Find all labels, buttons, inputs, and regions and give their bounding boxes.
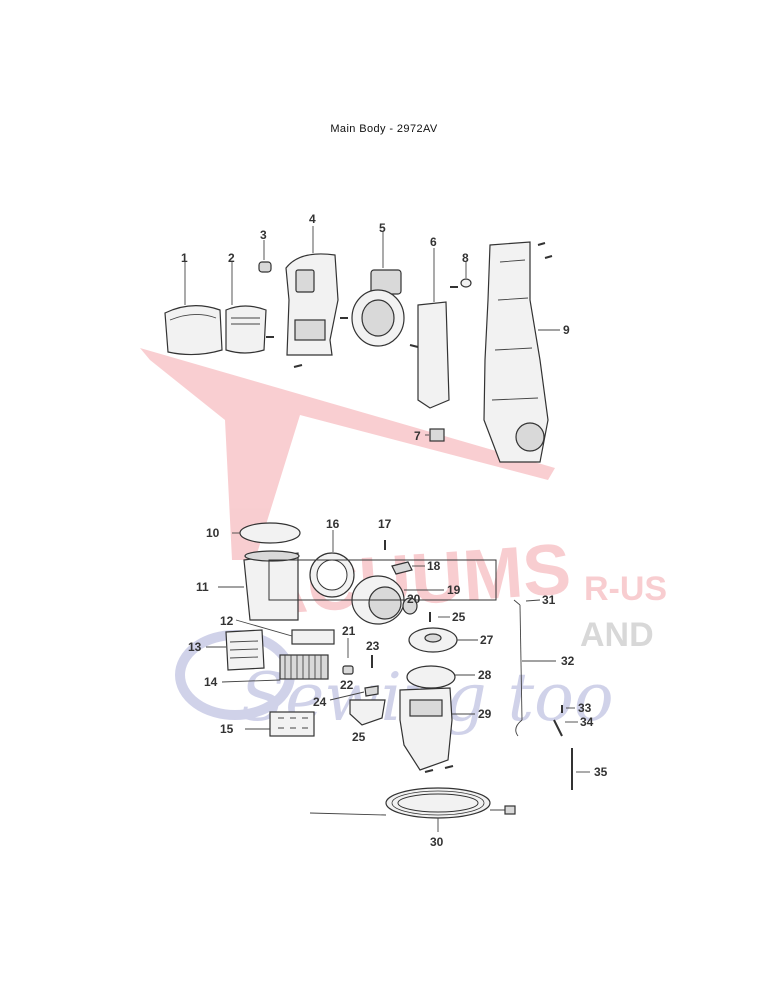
part-35-crevice-tool: [571, 748, 590, 790]
part-1-front-cover: [164, 262, 223, 356]
label-part-20: 20: [407, 592, 421, 606]
label-part-8: 8: [462, 251, 469, 265]
diagram-title: Main Body - 2972AV: [330, 123, 438, 135]
label-part-18: 18: [427, 559, 441, 573]
part-8-washer: [450, 262, 472, 288]
label-part-30: 30: [430, 835, 444, 849]
part-7-seal-pad: [425, 428, 445, 442]
watermark-brand-main: ACUUMS: [253, 529, 574, 631]
label-part-35: 35: [594, 765, 608, 779]
part-34-clip: [553, 719, 578, 737]
watermark-brand-r-us: R-US: [584, 570, 667, 608]
part-25-bottom-door: [349, 699, 386, 726]
watermark-red-swoosh: [140, 348, 555, 560]
label-part-25-top: 25: [452, 610, 466, 624]
label-part-33: 33: [578, 701, 592, 715]
watermark-logo: ACUUMS R-US AND Sewing too: [140, 348, 667, 736]
label-part-12: 12: [220, 614, 234, 628]
label-part-17: 17: [378, 517, 392, 531]
part-18-filter-pad: [391, 561, 425, 575]
label-part-28: 28: [478, 668, 492, 682]
label-part-15: 15: [220, 722, 234, 736]
part-10-top-plate: [232, 522, 301, 544]
label-part-3: 3: [260, 228, 267, 242]
label-part-27: 27: [480, 633, 494, 647]
callout-box: [268, 559, 497, 601]
watermark-brand-and: AND: [580, 616, 654, 654]
part-12-filter-sheet: [235, 619, 335, 645]
label-part-34: 34: [580, 715, 594, 729]
label-part-4: 4: [309, 212, 316, 226]
part-15-exhaust-filter: [245, 711, 315, 737]
label-part-2: 2: [228, 251, 235, 265]
label-part-1: 1: [181, 251, 188, 265]
part-29-lower-housing: [399, 687, 475, 773]
label-part-7: 7: [414, 429, 421, 443]
part-14-hepa-filter: [221, 654, 329, 683]
part-25-clip: [429, 612, 450, 622]
part-11-dust-cup: [218, 550, 300, 621]
part-33-screw: [561, 705, 575, 713]
part-number-labels: 1 2 3 4 5 6 8 9 7 10 16 17 18 11 19 20 2…: [181, 212, 608, 849]
label-part-31: 31: [542, 593, 556, 607]
label-part-5: 5: [379, 221, 386, 235]
label-part-21: 21: [342, 624, 356, 638]
part-9-main-body-frame: [483, 241, 560, 463]
part-22-button: [342, 665, 354, 675]
part-5-motor-assembly: [351, 232, 419, 348]
label-part-6: 6: [430, 235, 437, 249]
part-13-grille: [206, 629, 265, 671]
label-part-16: 16: [326, 517, 340, 531]
label-part-23: 23: [366, 639, 380, 653]
part-16-seal-ring: [309, 530, 355, 598]
label-part-25-bottom: 25: [352, 730, 366, 744]
label-part-19: 19: [447, 583, 461, 597]
label-part-22: 22: [340, 678, 354, 692]
part-28-base-disc: [406, 665, 475, 689]
label-part-14: 14: [204, 675, 218, 689]
part-27-filter-disc: [408, 627, 478, 653]
part-32-wand-hose: [513, 599, 556, 737]
label-part-13: 13: [188, 640, 202, 654]
label-part-10: 10: [206, 526, 220, 540]
part-6-air-duct: [417, 248, 450, 409]
label-part-32: 32: [561, 654, 575, 668]
part-20-fan: [402, 597, 418, 615]
part-24-release-lever: [329, 685, 379, 701]
part-2-cover-panel: [225, 262, 274, 354]
label-part-24: 24: [313, 695, 327, 709]
label-part-9: 9: [563, 323, 570, 337]
part-30-power-cord: [309, 787, 516, 832]
part-3-knob: [258, 240, 272, 273]
part-4-upper-housing: [285, 226, 348, 368]
label-part-29: 29: [478, 707, 492, 721]
label-part-11: 11: [196, 580, 209, 594]
